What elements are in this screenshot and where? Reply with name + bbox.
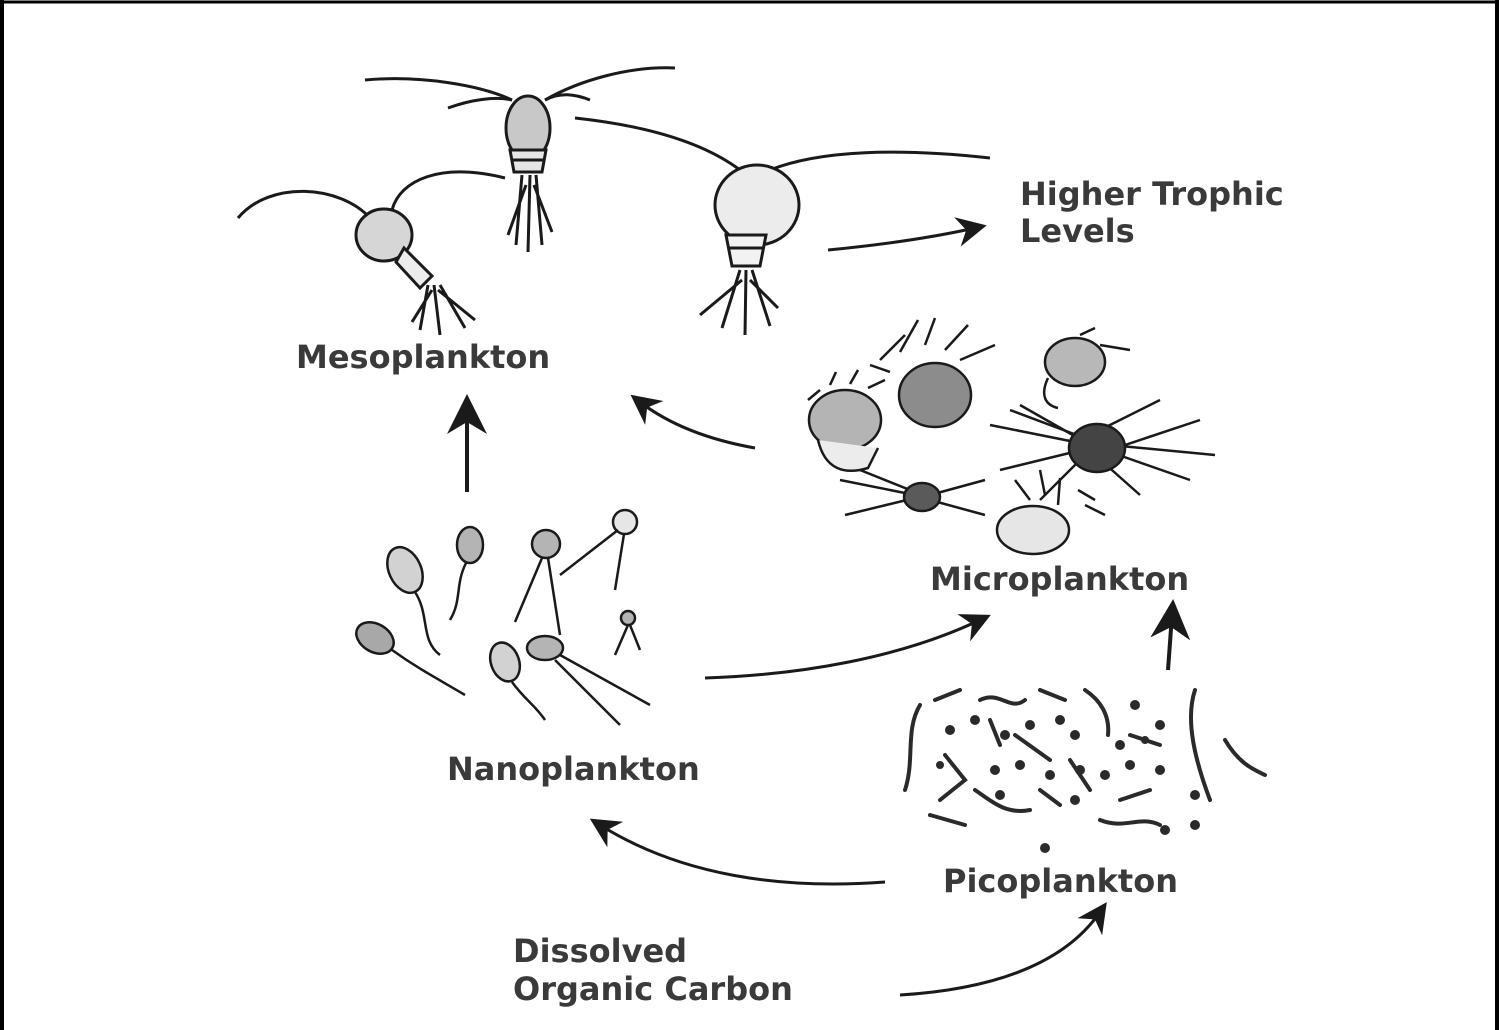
copepod-right-illustration bbox=[575, 118, 990, 335]
arrow-doc-to-pico bbox=[900, 912, 1100, 995]
copepod-top-illustration bbox=[365, 68, 675, 252]
arrow-meso-to-higher-trophic bbox=[828, 228, 975, 250]
label-microplankton: Microplankton bbox=[930, 560, 1189, 598]
label-nanoplankton: Nanoplankton bbox=[447, 750, 700, 788]
label-picoplankton: Picoplankton bbox=[943, 862, 1178, 900]
label-mesoplankton: Mesoplankton bbox=[296, 338, 550, 376]
arrow-pico-to-micro bbox=[1168, 615, 1172, 670]
label-higher-trophic-line1: Higher Trophic bbox=[1020, 175, 1284, 213]
picoplankton-cells bbox=[936, 700, 1200, 853]
arrow-micro-to-meso bbox=[640, 402, 755, 448]
arrow-pico-to-nano bbox=[600, 825, 885, 884]
microplankton-illustration bbox=[808, 318, 1215, 554]
picoplankton-illustration bbox=[905, 690, 1265, 825]
arrow-nano-to-micro bbox=[705, 620, 980, 678]
label-doc-line1: Dissolved bbox=[513, 932, 687, 970]
label-higher-trophic-line2: Levels bbox=[1020, 212, 1135, 250]
label-doc-line2: Organic Carbon bbox=[513, 970, 793, 1008]
copepod-left-illustration bbox=[238, 172, 505, 335]
nanoplankton-illustration bbox=[351, 510, 650, 725]
